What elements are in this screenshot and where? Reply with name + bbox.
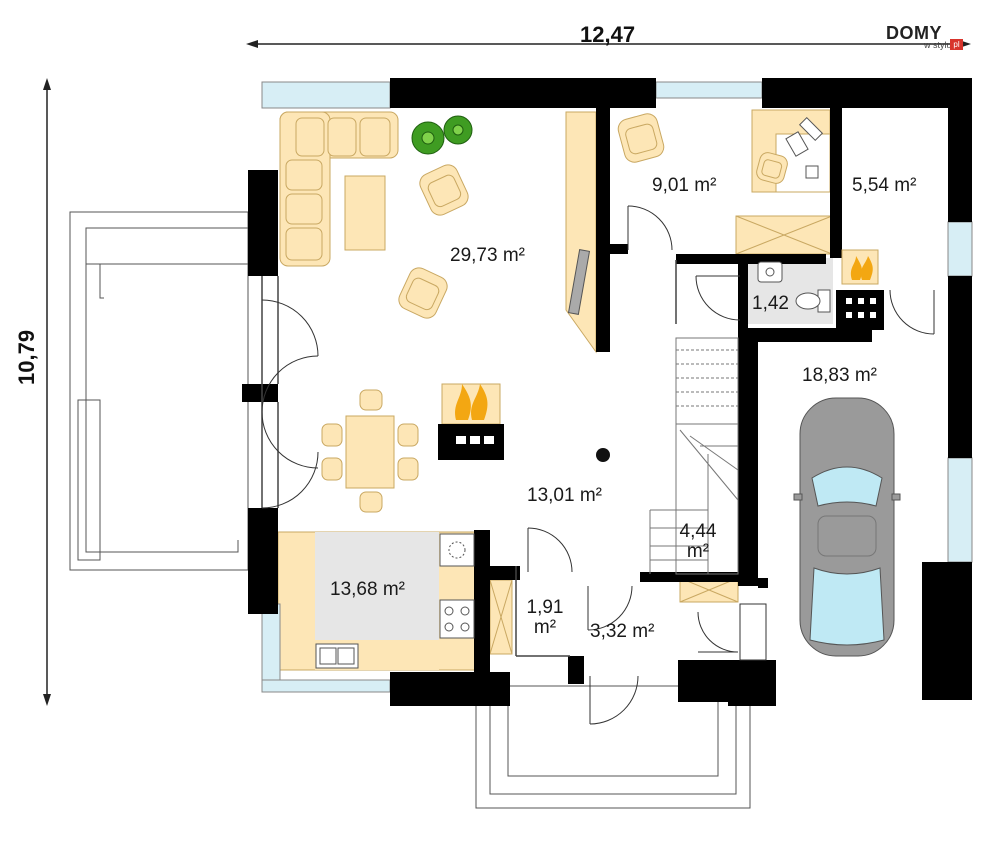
sink-icon: [315, 643, 359, 669]
width-dimension-label: 12,47: [580, 22, 636, 47]
room-label-hall: 13,01 m²: [527, 485, 602, 506]
hob-icon: [439, 533, 475, 567]
room-label-living: 29,73 m²: [450, 245, 525, 266]
fireplace-icon: [438, 383, 504, 460]
corner-sofa: [279, 111, 399, 267]
thin-walls: [261, 260, 677, 657]
car-icon: [793, 397, 901, 657]
kitchen-floor: [315, 532, 439, 640]
stove-icon: [439, 599, 475, 639]
height-dimension-arrow: [43, 78, 51, 706]
dining-table-icon: [321, 389, 419, 513]
staircase: [649, 337, 739, 575]
room-label-office: 9,01 m²: [652, 175, 717, 196]
logo-suffix: pl: [950, 39, 963, 50]
logo-main-text: DOMY: [886, 23, 942, 43]
boiler-stove-icon: [836, 249, 884, 330]
terrace-left: [69, 211, 249, 571]
computer-icon: [785, 116, 824, 179]
column-icon: [596, 448, 610, 462]
room-label-pantry: 1,91 m²: [526, 597, 564, 638]
coffee-table: [344, 175, 386, 251]
room-label-wc: 1,42: [752, 293, 789, 314]
brand-logo: DOMY w stylu pl: [886, 24, 966, 54]
logo-sub-text: w stylu: [924, 40, 952, 50]
toilet-icon: [795, 289, 831, 313]
room-label-garage: 18,83 m²: [802, 365, 877, 386]
tv-icon: [567, 249, 591, 315]
doors: [261, 205, 935, 725]
windows: [261, 81, 973, 693]
terrace-entrance: [475, 685, 751, 809]
tv-wall-panel: [565, 111, 597, 354]
plant-icon: [411, 115, 473, 155]
height-dimension-label: 10,79: [14, 329, 39, 385]
armchair-icon: [398, 113, 788, 319]
washbasin-icon: [757, 261, 783, 283]
room-label-storage: 4,44 m²: [679, 521, 717, 562]
room-label-kitchen: 13,68 m²: [330, 579, 405, 600]
walls: [242, 78, 972, 706]
room-label-vestibule: 3,32 m²: [590, 621, 655, 642]
room-label-boiler: 5,54 m²: [852, 175, 917, 196]
